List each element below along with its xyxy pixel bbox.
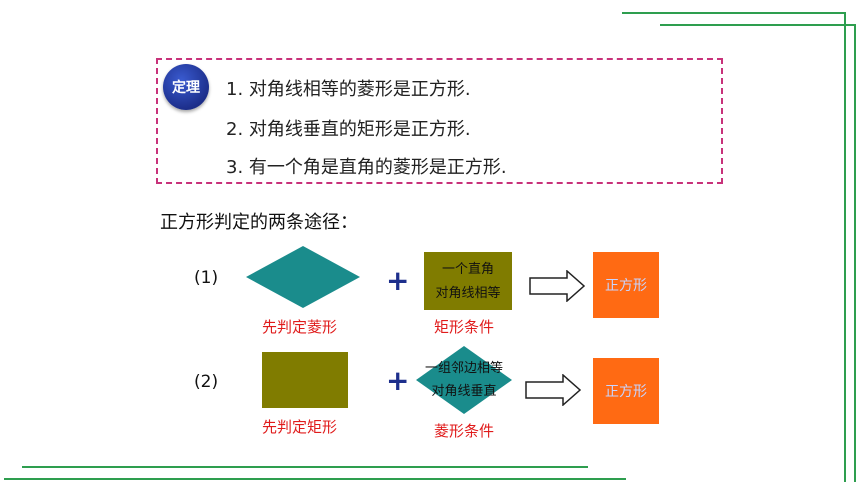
rhombus-condition-shape [416,346,512,414]
section-title: 正方形判定的两条途径： [160,212,358,233]
theorem-badge: 定理 [163,64,209,110]
path2-arrow-icon [525,374,581,406]
theorem-box [156,58,723,184]
path2-first-caption: 先判定矩形 [262,418,338,436]
path2-condition-line-2: 对角线垂直 [431,384,497,399]
path1-plus: + [386,264,410,297]
path1-result-square: 正方形 [593,252,659,318]
frame-line-top-2 [660,24,854,26]
theorem-line-3: 3. 有一个角是直角的菱形是正方形. [226,157,507,178]
rhombus-shape [246,246,360,308]
path2-number: (2) [194,372,219,392]
frame-line-right-2 [854,24,856,482]
theorem-line-2: 2. 对角线垂直的矩形是正方形. [226,119,471,140]
path2-condition-caption: 菱形条件 [434,422,495,440]
path2-condition-line-1: 一组邻边相等 [424,361,503,376]
path1-number: (1) [194,268,219,288]
path2-plus: + [386,364,410,397]
path1-condition-line-1: 一个直角 [441,262,494,277]
path1-condition-line-2: 对角线相等 [435,286,501,301]
theorem-line-1: 1. 对角线相等的菱形是正方形. [226,79,471,100]
rectangle-shape [262,352,348,408]
rectangle-condition-box [424,252,512,310]
path1-first-caption: 先判定菱形 [262,318,338,336]
frame-line-top [622,12,844,14]
path2-result-square: 正方形 [593,358,659,424]
frame-line-bottom-2 [4,478,626,480]
path1-arrow-icon [529,270,585,302]
frame-line-bottom [22,466,588,468]
frame-line-right [844,12,846,482]
path1-condition-caption: 矩形条件 [434,318,495,336]
